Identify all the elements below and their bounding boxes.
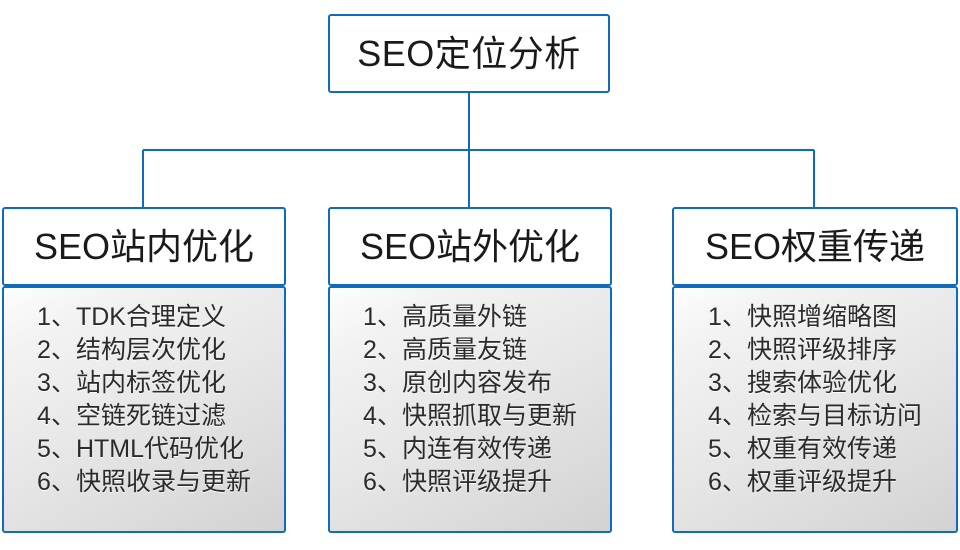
list-item: 4、检索与目标访问 xyxy=(708,402,922,430)
list-item: 3、原创内容发布 xyxy=(363,369,552,397)
list-item: 6、快照评级提升 xyxy=(363,468,552,496)
root-node-title: SEO定位分析 xyxy=(357,32,581,74)
list-item: 4、空链死链过滤 xyxy=(37,402,226,430)
list-item: 1、高质量外链 xyxy=(363,303,527,331)
list-item: 6、快照收录与更新 xyxy=(37,468,251,496)
root-node[interactable]: SEO定位分析 xyxy=(328,14,610,93)
branch-column-2: SEO站外优化 1、高质量外链 2、高质量友链 3、原创内容发布 4、快照抓取与… xyxy=(328,207,612,533)
list-item: 5、HTML代码优化 xyxy=(37,435,245,463)
list-item: 5、内连有效传递 xyxy=(363,435,552,463)
list-item: 4、快照抓取与更新 xyxy=(363,402,577,430)
branch-body-3: 1、快照增缩略图 2、快照评级排序 3、搜索体验优化 4、检索与目标访问 5、权… xyxy=(672,286,958,533)
branch-header-2[interactable]: SEO站外优化 xyxy=(328,207,612,286)
list-item: 2、结构层次优化 xyxy=(37,336,226,364)
branch-body-2: 1、高质量外链 2、高质量友链 3、原创内容发布 4、快照抓取与更新 5、内连有… xyxy=(328,286,612,533)
branch-list-2: 1、高质量外链 2、高质量友链 3、原创内容发布 4、快照抓取与更新 5、内连有… xyxy=(363,301,577,499)
list-item: 3、站内标签优化 xyxy=(37,369,226,397)
list-item: 1、快照增缩略图 xyxy=(708,303,897,331)
list-item: 6、权重评级提升 xyxy=(708,468,897,496)
branch-column-3: SEO权重传递 1、快照增缩略图 2、快照评级排序 3、搜索体验优化 4、检索与… xyxy=(672,207,958,533)
branch-header-1[interactable]: SEO站内优化 xyxy=(2,207,286,286)
list-item: 3、搜索体验优化 xyxy=(708,369,897,397)
branch-header-title-1: SEO站内优化 xyxy=(33,225,255,267)
list-item: 5、权重有效传递 xyxy=(708,435,897,463)
branch-column-1: SEO站内优化 1、TDK合理定义 2、结构层次优化 3、站内标签优化 4、空链… xyxy=(2,207,286,533)
list-item: 2、快照评级排序 xyxy=(708,336,897,364)
list-item: 2、高质量友链 xyxy=(363,336,527,364)
branch-header-title-2: SEO站外优化 xyxy=(359,225,581,267)
branch-list-3: 1、快照增缩略图 2、快照评级排序 3、搜索体验优化 4、检索与目标访问 5、权… xyxy=(708,301,922,499)
list-item: 1、TDK合理定义 xyxy=(37,303,226,331)
branch-header-3[interactable]: SEO权重传递 xyxy=(672,207,958,286)
branch-list-1: 1、TDK合理定义 2、结构层次优化 3、站内标签优化 4、空链死链过滤 5、H… xyxy=(37,301,251,499)
branch-body-1: 1、TDK合理定义 2、结构层次优化 3、站内标签优化 4、空链死链过滤 5、H… xyxy=(2,286,286,533)
branch-header-title-3: SEO权重传递 xyxy=(704,225,926,267)
